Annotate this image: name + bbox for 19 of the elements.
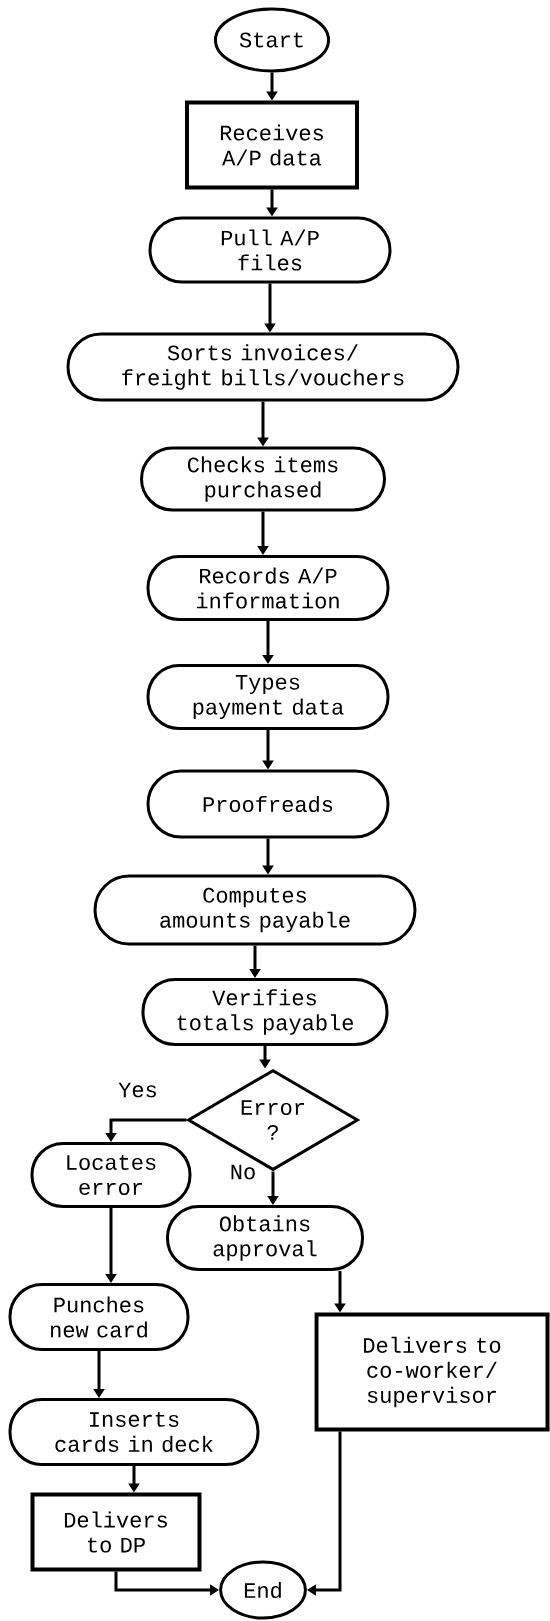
process-pill: Types payment data: [146, 664, 390, 730]
terminal-oval: End: [219, 1560, 307, 1620]
process-box: Receives A/P data: [185, 100, 359, 190]
process-pill: Obtains approval: [166, 1205, 364, 1271]
process-pill: Checks items purchased: [140, 446, 386, 512]
process-pill: Pull A/P files: [148, 216, 392, 284]
process-pill: Computes amounts payable: [93, 874, 417, 946]
process-pill: Inserts cards in deck: [8, 1398, 260, 1466]
edge-label: Yes: [117, 1081, 159, 1099]
process-pill: Proofreads: [146, 769, 390, 839]
terminal-oval: Start: [213, 7, 331, 73]
process-pill: Sorts invoices/ freight bills/vouchers: [66, 332, 460, 402]
process-pill: Locates error: [30, 1142, 192, 1208]
process-pill: Punches new card: [8, 1283, 190, 1351]
process-pill: Verifies totals payable: [141, 978, 389, 1046]
process-box: Delivers to co-worker/ supervisor: [314, 1312, 550, 1432]
process-pill: Records A/P information: [146, 555, 390, 621]
process-box: Delivers to DP: [30, 1492, 202, 1572]
arrow: [307, 1431, 342, 1596]
